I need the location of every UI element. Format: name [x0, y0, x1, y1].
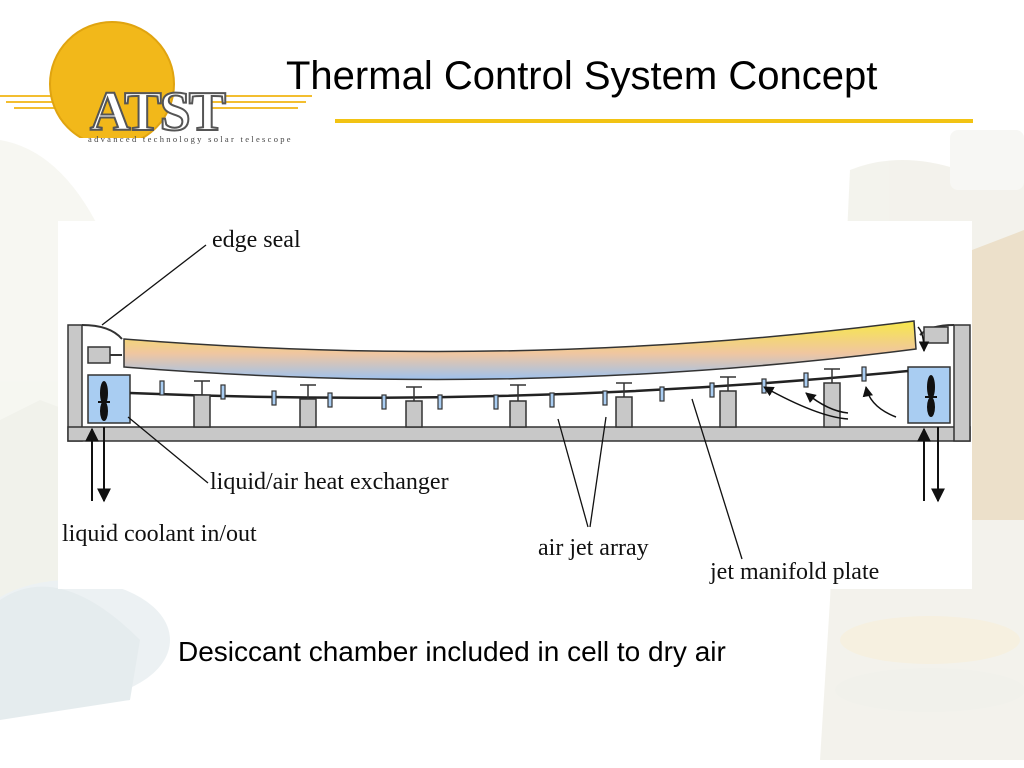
label-edge-seal: edge seal — [212, 227, 301, 253]
slide-title: Thermal Control System Concept — [286, 54, 878, 98]
label-heat-exchanger: liquid/air heat exchanger — [210, 469, 449, 495]
title-underline — [335, 119, 973, 123]
label-jet-manifold-plate: jet manifold plate — [710, 559, 880, 585]
label-air-jet-array: air jet array — [538, 535, 649, 561]
mirror-cell-schematic — [67, 244, 971, 560]
thermal-control-diagram: edge seal liquid/air heat exchanger liqu… — [58, 221, 972, 589]
air-jet-array — [159, 366, 867, 410]
slide-caption: Desiccant chamber included in cell to dr… — [178, 636, 726, 667]
atst-logo: ATST advanced technology solar telescope — [0, 18, 330, 147]
logo-wordmark: ATST — [89, 80, 227, 144]
return-air-arrows — [763, 326, 930, 420]
logo-tagline: advanced technology solar telescope — [88, 134, 293, 144]
edge-support-right — [923, 326, 949, 344]
edge-seal-left — [81, 324, 123, 340]
heat-exchanger-right — [907, 366, 951, 424]
label-coolant: liquid coolant in/out — [62, 521, 257, 547]
coolant-arrows — [85, 427, 945, 503]
label-leader-lines — [101, 244, 743, 560]
edge-support-left — [87, 346, 111, 364]
heat-exchanger-left — [87, 374, 131, 424]
primary-mirror — [123, 320, 917, 381]
logo-emblem — [0, 21, 312, 147]
